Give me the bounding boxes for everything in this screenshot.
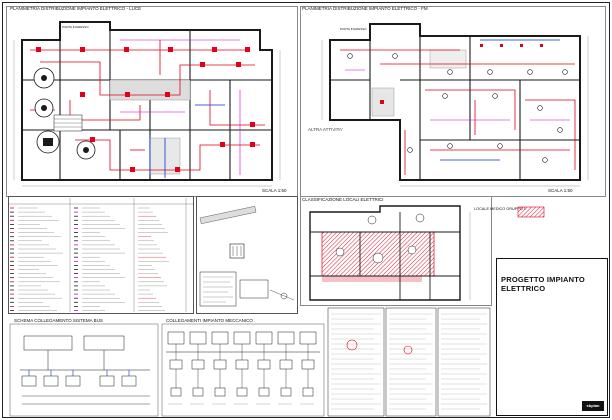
- plan-top-left-title: PLANIMETRIA DISTRIBUZIONE IMPIANTO ELETT…: [10, 6, 142, 11]
- plan-fm: PORTA INGRESSO: [321, 23, 589, 187]
- svg-text:PORTA INGRESSO: PORTA INGRESSO: [62, 25, 89, 29]
- classification-frame: [300, 196, 492, 306]
- legend-frame: [8, 196, 194, 314]
- classification-plan: [309, 205, 545, 301]
- plan-top-left-scale: SCALA 1:50: [262, 188, 287, 193]
- title-block: PROGETTO IMPIANTO ELETTRICO sbplan: [496, 258, 608, 416]
- area-label: ALTRA ATTIVITA': [308, 127, 343, 132]
- plan-top-right-scale: SCALA 1:50: [548, 188, 573, 193]
- wiring-bus: [9, 323, 159, 417]
- plan-top-right-title: PLANIMETRIA DISTRIBUZIONE IMPIANTO ELETT…: [302, 6, 428, 11]
- plan-luce: PORTA INGRESSO: [13, 21, 281, 187]
- classification-title: CLASSIFICAZIONE LOCALI ELETTRICI: [302, 197, 384, 202]
- detail-panel: [199, 206, 295, 307]
- svg-text:PORTA INGRESSO: PORTA INGRESSO: [340, 27, 367, 31]
- schedule-table: [327, 307, 491, 417]
- project-title: PROGETTO IMPIANTO ELETTRICO: [501, 275, 585, 293]
- detail-frame: [196, 196, 298, 314]
- classification-legend-text: LOCALE MEDICO GRUPPO 1: [474, 207, 526, 211]
- wiring-right-title: COLLEGAMENTI IMPIANTO MECCANICO: [166, 318, 253, 323]
- company-logo: sbplan: [582, 401, 604, 411]
- wiring-left-title: SCHEMA COLLEGAMENTO SISTEMA BUS: [14, 318, 103, 323]
- wiring-mechanical: [161, 323, 325, 417]
- legend-table: [8, 198, 194, 312]
